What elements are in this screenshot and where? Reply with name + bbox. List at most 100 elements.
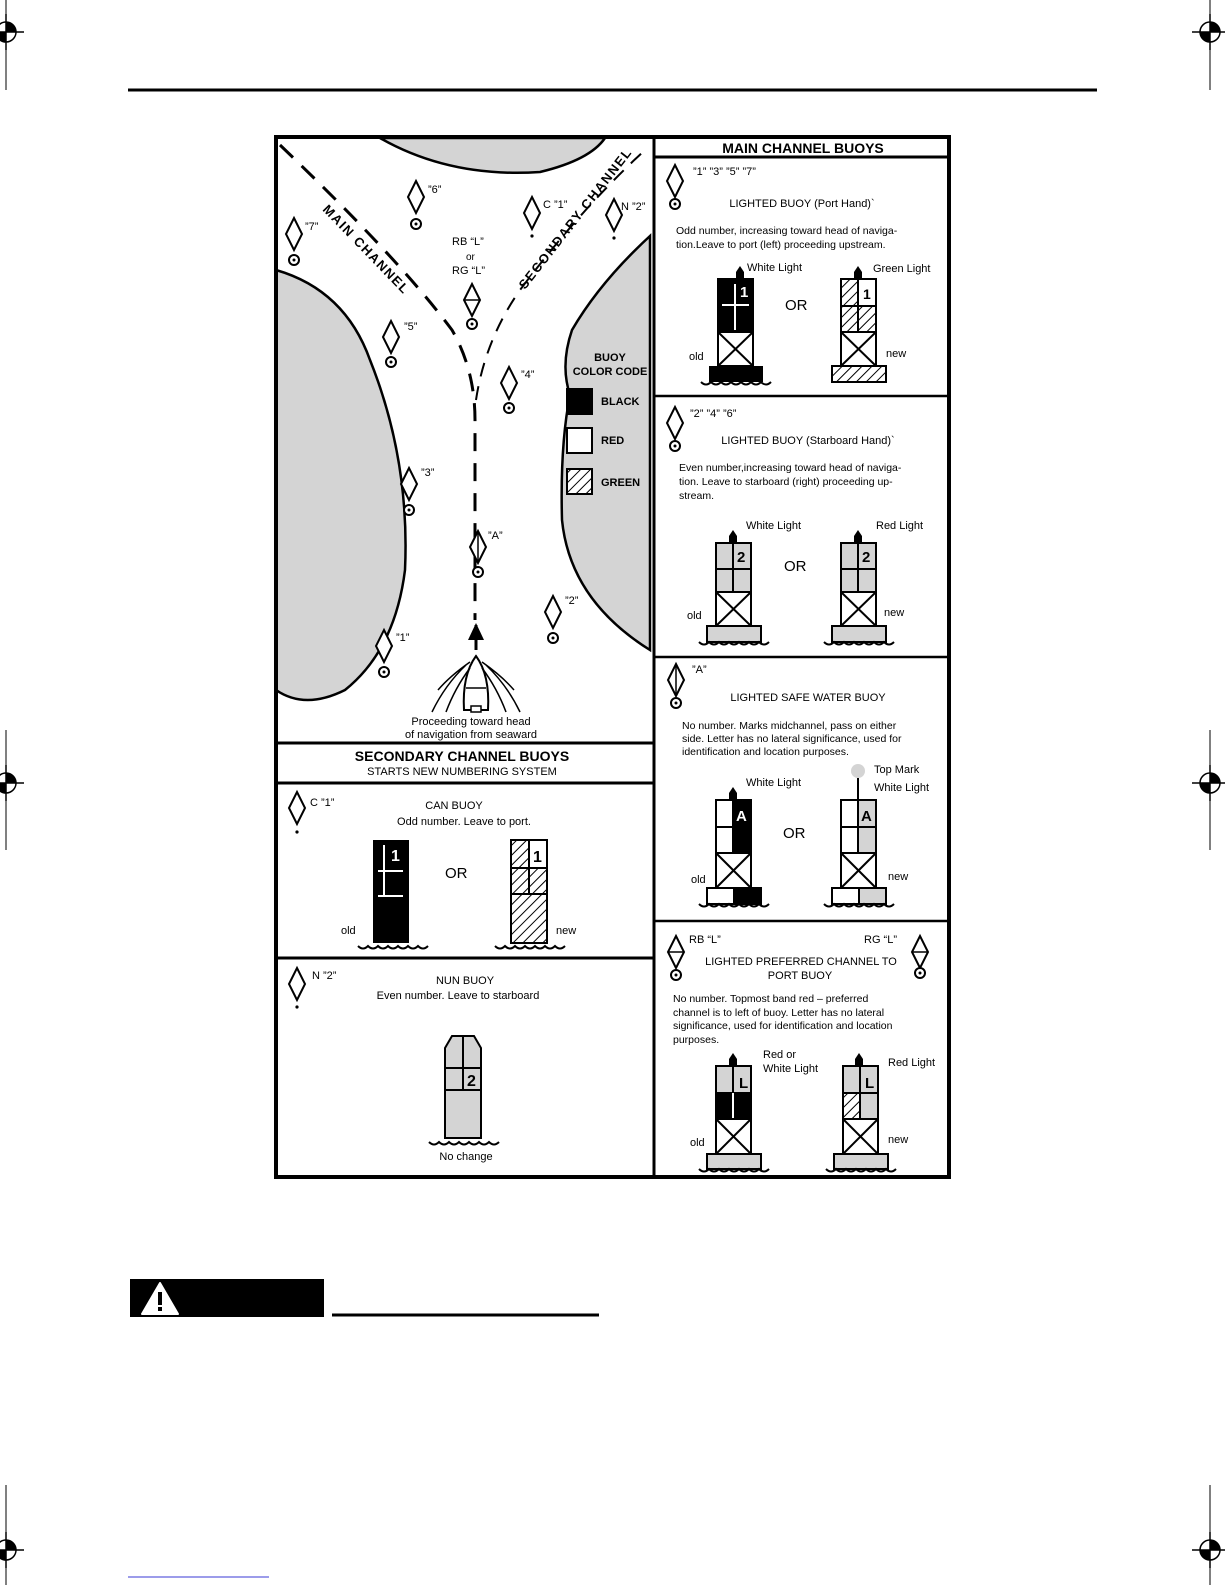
- can-buoy-symbol: [288, 791, 306, 834]
- safe-water-new-light: White Light: [874, 782, 929, 794]
- diagram-frame: [274, 135, 951, 1179]
- map-buoy-c1: [523, 196, 541, 238]
- starboard-old-buoy: 2: [698, 530, 770, 646]
- legend-label-black: BLACK: [601, 396, 640, 408]
- preferred-old-letter: L: [739, 1075, 748, 1092]
- nun-buoy-label: N ”2”: [312, 970, 337, 982]
- preferred-rb-symbol: [666, 933, 686, 981]
- main-channel-line: [278, 143, 477, 620]
- port-new-label: new: [886, 348, 906, 360]
- starboard-hand-desc-3: stream.: [679, 490, 714, 502]
- safe-water-new-label: new: [888, 871, 908, 883]
- starboard-old-label: old: [687, 610, 702, 622]
- port-hand-desc-2: tion.Leave to port (left) proceeding ups…: [676, 239, 886, 251]
- safe-water-or: OR: [783, 825, 806, 842]
- port-hand-desc-1: Odd number, increasing toward head of na…: [676, 225, 898, 237]
- safe-water-top-mark: Top Mark: [874, 764, 920, 776]
- map-or: or: [466, 252, 476, 263]
- preferred-rg-label: RG “L”: [864, 934, 897, 946]
- starboard-hand-title: LIGHTED BUOY (Starboard Hand)`: [721, 435, 894, 447]
- port-hand-symbol: [666, 164, 684, 210]
- preferred-old-label: old: [690, 1137, 705, 1149]
- map-buoy-n2-label: N ”2”: [621, 201, 646, 213]
- map-buoy-6-label: ”6”: [428, 184, 442, 196]
- warning-icon: [141, 1282, 179, 1315]
- registration-mark-right: [1191, 764, 1225, 802]
- starboard-hand-numbers: ”2” ”4” ”6”: [690, 408, 737, 420]
- color-code-title-1: BUOY: [594, 352, 626, 364]
- map-buoy-4-label: ”4”: [521, 369, 535, 381]
- preferred-desc-4: purposes.: [673, 1034, 719, 1046]
- safe-water-desc-2: side. Letter has no lateral significance…: [682, 733, 902, 745]
- legend-swatch-black: [566, 388, 593, 415]
- map-buoy-6: [407, 180, 425, 230]
- secondary-channel-line: [475, 149, 646, 401]
- safe-water-title: LIGHTED SAFE WATER BUOY: [730, 692, 886, 704]
- proceeding-line-1: Proceeding toward head: [411, 716, 530, 728]
- starboard-old-number: 2: [737, 549, 745, 566]
- can-buoy-new: 1: [494, 839, 566, 950]
- map-buoy-1-label: ”1”: [396, 632, 410, 644]
- can-buoy-label: C ”1”: [310, 797, 335, 809]
- color-code-title-2: COLOR CODE: [573, 366, 648, 378]
- port-hand-new-buoy: 1: [831, 266, 887, 383]
- safe-water-old-light: White Light: [746, 777, 801, 789]
- secondary-title: SECONDARY CHANNEL BUOYS: [355, 748, 569, 764]
- port-new-light: Green Light: [873, 263, 930, 275]
- registration-mark-left: [0, 764, 25, 802]
- port-new-number: 1: [863, 286, 871, 302]
- preferred-new-label: new: [888, 1134, 908, 1146]
- safe-water-desc-3: identification and location purposes.: [682, 746, 849, 758]
- starboard-new-number: 2: [862, 549, 870, 566]
- starboard-hand-desc-1: Even number,increasing toward head of na…: [679, 462, 902, 474]
- port-old-light: White Light: [747, 262, 802, 274]
- safe-water-numbers: ”A”: [692, 664, 707, 676]
- map-buoy-n2: [605, 198, 623, 240]
- map-buoy-c1-label: C ”1”: [543, 199, 568, 211]
- safe-water-new-letter: A: [861, 808, 872, 825]
- preferred-old-buoy: L: [698, 1053, 770, 1173]
- map-buoy-5: [382, 320, 400, 368]
- preferred-old-light-1: Red or: [763, 1049, 796, 1061]
- main-channel-panel: MAIN CHANNEL BUOYS ”1” ”3” ”5” ”7” LIGHT…: [666, 140, 935, 1173]
- nun-number: 2: [467, 1073, 476, 1090]
- port-hand-numbers: ”1” ”3” ”5” ”7”: [693, 166, 756, 178]
- nun-buoy-symbol: [288, 967, 306, 1009]
- land-top: [375, 136, 608, 175]
- safe-water-old-label: old: [691, 874, 706, 886]
- preferred-old-light-2: White Light: [763, 1063, 818, 1075]
- port-hand-title: LIGHTED BUOY (Port Hand)`: [729, 198, 874, 210]
- can-buoy-desc: Odd number. Leave to port.: [397, 816, 531, 828]
- preferred-desc-3: significance, used for identification an…: [673, 1020, 893, 1032]
- legend-swatch-red: [566, 427, 593, 454]
- map-buoy-2: [544, 595, 562, 644]
- main-channel-buoys-title: MAIN CHANNEL BUOYS: [722, 140, 884, 156]
- starboard-or: OR: [784, 558, 807, 575]
- can-buoy-title: CAN BUOY: [425, 800, 483, 812]
- starboard-new-label: new: [884, 607, 904, 619]
- registration-mark-top-left: [0, 13, 25, 51]
- preferred-title-2: PORT BUOY: [768, 970, 833, 982]
- can-or: OR: [445, 865, 468, 882]
- starboard-old-light: White Light: [746, 520, 801, 532]
- nun-buoy-title: NUN BUOY: [436, 975, 495, 987]
- can-old-label: old: [341, 925, 356, 937]
- legend-swatch-green: [566, 468, 593, 495]
- nun-no-change: No change: [439, 1151, 492, 1163]
- safe-water-old-buoy: A: [698, 787, 770, 908]
- can-old-number: 1: [391, 848, 400, 865]
- map-buoy-2-label: ”2”: [565, 595, 579, 607]
- map-buoy-a: [468, 528, 488, 578]
- proceeding-line-2: of navigation from seaward: [405, 729, 537, 741]
- preferred-title-1: LIGHTED PREFERRED CHANNEL TO: [705, 956, 897, 968]
- safe-water-new-buoy: A: [823, 764, 895, 908]
- preferred-new-light: Red Light: [888, 1057, 935, 1069]
- secondary-channel-panel: SECONDARY CHANNEL BUOYS STARTS NEW NUMBE…: [288, 748, 576, 1163]
- map-buoy-a-label: ”A”: [488, 530, 503, 542]
- boat-icon: [431, 623, 521, 713]
- starboard-hand-desc-2: tion. Leave to starboard (right) proceed…: [679, 476, 893, 488]
- map-rb-l: RB “L”: [452, 236, 484, 248]
- map-buoy-3-label: ”3”: [421, 467, 435, 479]
- safe-water-desc-1: No number. Marks midchannel, pass on eit…: [682, 720, 897, 732]
